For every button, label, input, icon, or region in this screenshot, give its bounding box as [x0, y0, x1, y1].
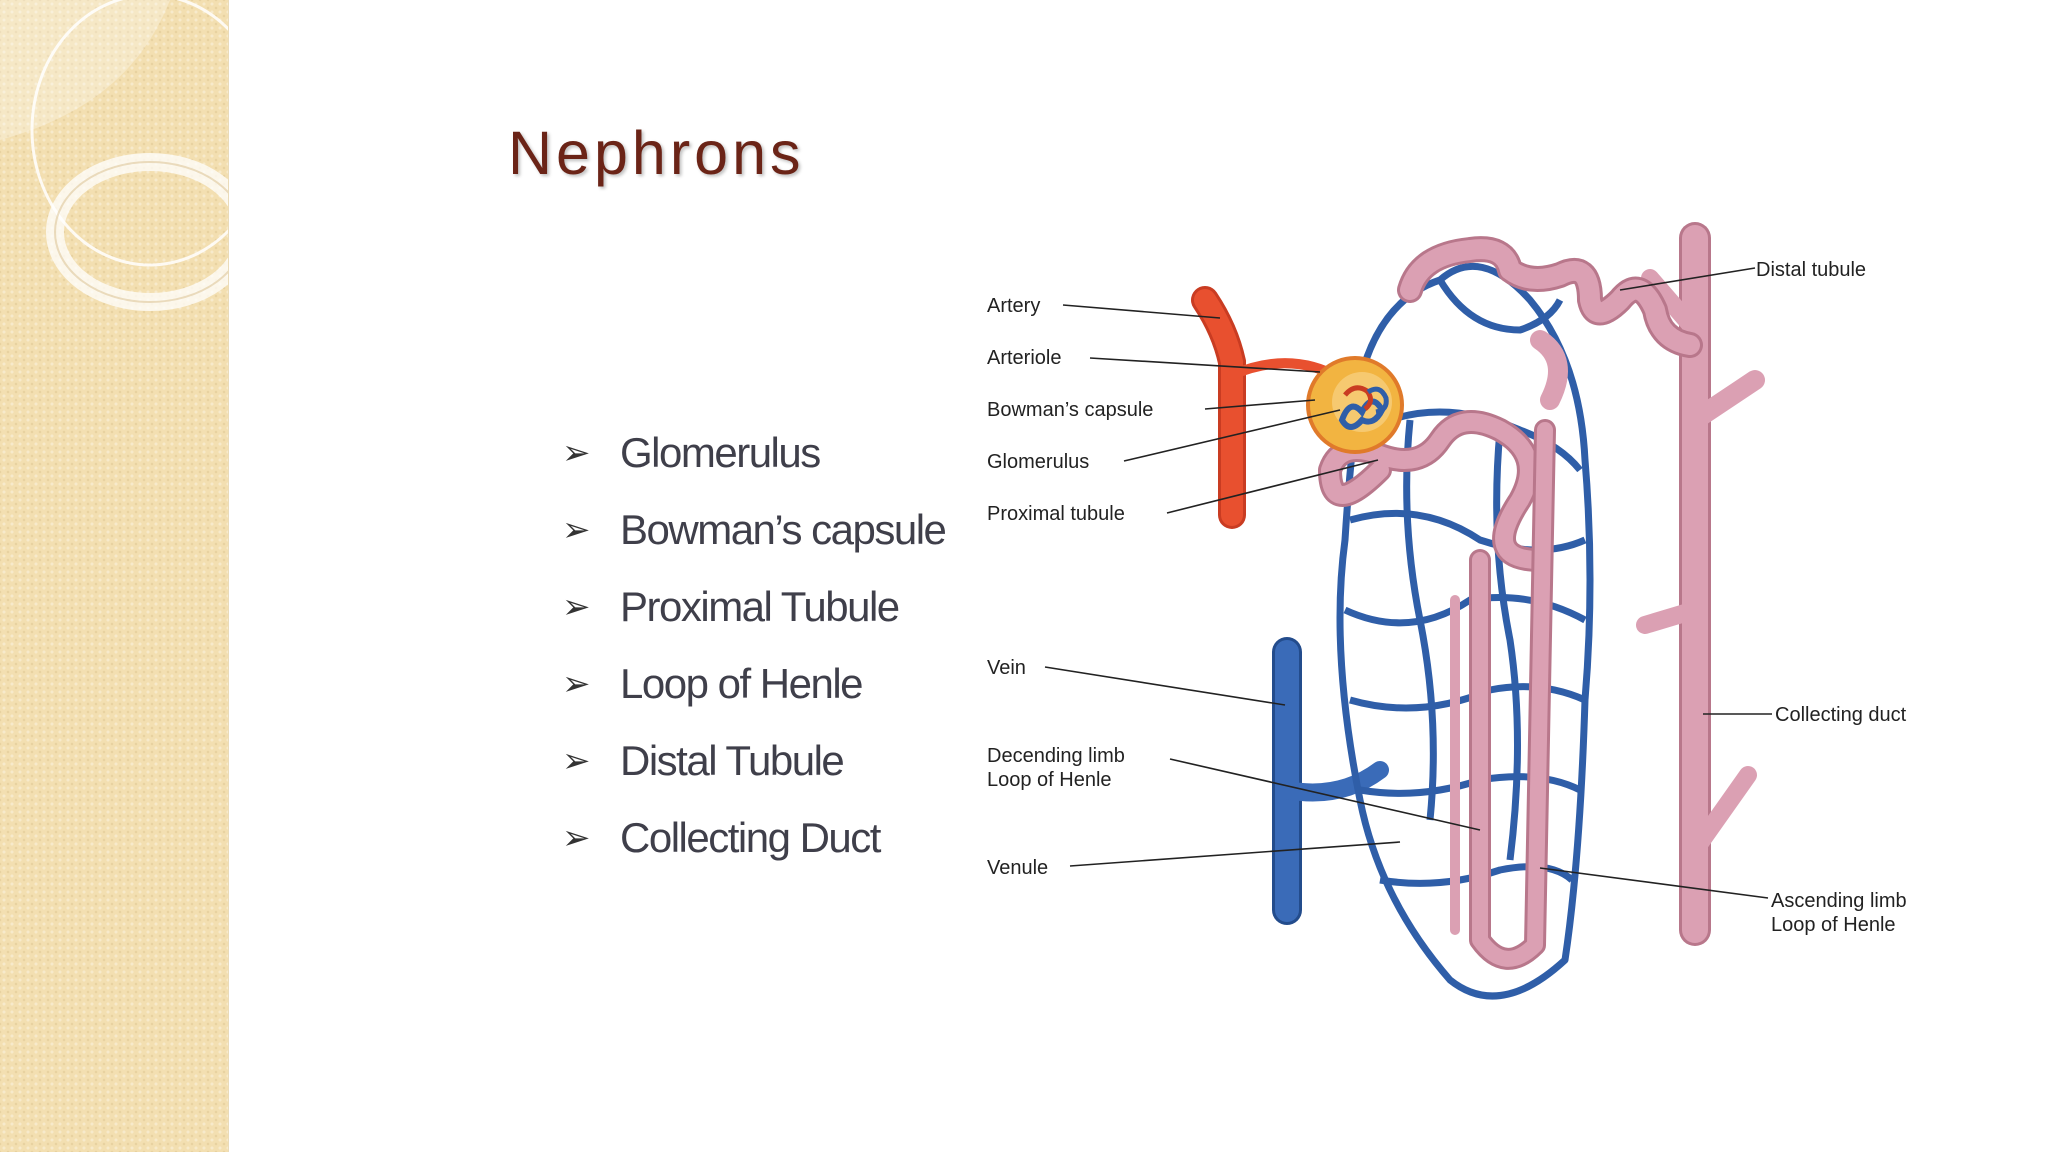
- bullet-item: ➢ Distal Tubule: [562, 722, 945, 799]
- decorative-rings: [0, 0, 228, 311]
- arrowhead-bullet-icon: ➢: [562, 741, 591, 780]
- label-artery: Artery: [987, 295, 1040, 317]
- label-decending-limb: Decending limb: [987, 745, 1125, 767]
- arrowhead-bullet-icon: ➢: [562, 818, 591, 857]
- bullet-text: Distal Tubule: [620, 736, 845, 784]
- leader-lines: [1044, 267, 1772, 899]
- bullet-text: Glomerulus: [620, 428, 821, 476]
- bullet-item: ➢ Collecting Duct: [562, 799, 945, 876]
- bullet-item: ➢ Proximal Tubule: [562, 568, 945, 645]
- tubule-shapes: [1318, 236, 1703, 970]
- bowmans-capsule-shape: [1306, 356, 1404, 454]
- bullet-item: ➢ Glomerulus: [562, 414, 945, 491]
- label-distal-tubule: Distal tubule: [1756, 259, 1866, 281]
- arrowhead-bullet-icon: ➢: [562, 587, 591, 626]
- bullet-text: Bowman’s capsule: [620, 505, 947, 553]
- bullet-text: Loop of Henle: [620, 659, 864, 707]
- bullet-item: ➢ Loop of Henle: [562, 645, 945, 722]
- label-arteriole: Arteriole: [987, 347, 1061, 369]
- bullet-list: ➢ Glomerulus ➢ Bowman’s capsule ➢ Proximal …: [562, 414, 947, 876]
- label-ascending-limb: Ascending limb: [1771, 890, 1907, 912]
- vein-shape: [1272, 637, 1389, 925]
- label-collecting-duct: Collecting duct: [1775, 704, 1907, 726]
- label-glomerulus: Glomerulus: [987, 451, 1089, 473]
- arrowhead-bullet-icon: ➢: [562, 664, 591, 703]
- decorative-side-panel: [0, 0, 229, 1152]
- diagram-labels: Artery Arteriole Bowman’s capsule Glomer…: [987, 259, 1907, 936]
- label-ascending-loop: Loop of Henle: [1771, 914, 1896, 936]
- label-proximal-tubule: Proximal tubule: [987, 503, 1125, 525]
- label-decending-loop: Loop of Henle: [987, 769, 1112, 791]
- bullet-text: Collecting Duct: [620, 813, 881, 861]
- label-venule: Venule: [987, 857, 1048, 879]
- bullet-item: ➢ Bowman’s capsule: [562, 491, 947, 568]
- bullet-text: Proximal Tubule: [620, 582, 900, 630]
- arrowhead-bullet-icon: ➢: [562, 510, 591, 549]
- arrowhead-bullet-icon: ➢: [562, 433, 591, 472]
- label-bowmans-capsule: Bowman’s capsule: [987, 399, 1153, 421]
- label-vein: Vein: [987, 657, 1026, 679]
- slide-title: Nephrons: [508, 119, 805, 187]
- nephron-diagram: Artery Arteriole Bowman’s capsule Glomer…: [987, 222, 1907, 1000]
